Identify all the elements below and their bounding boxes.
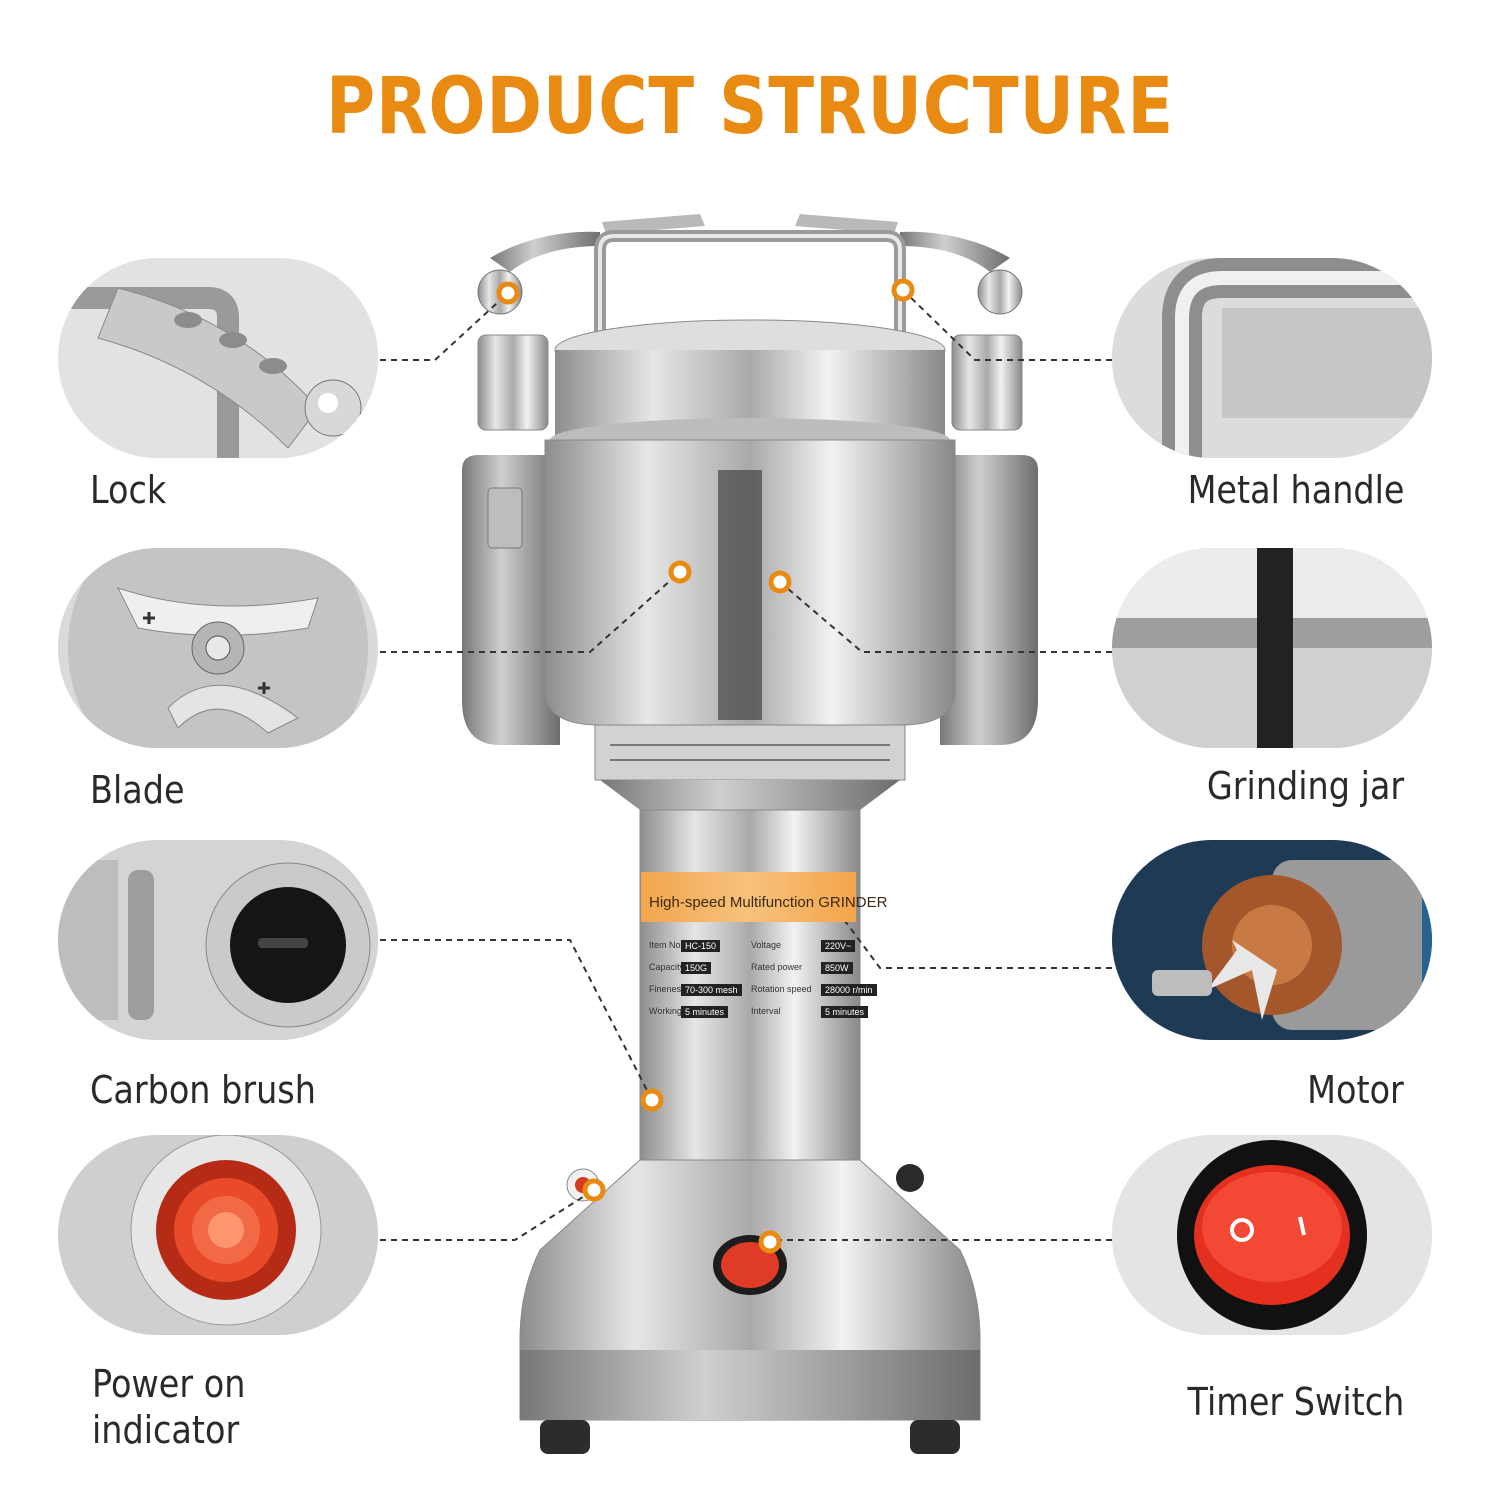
rocker-switch-icon bbox=[1112, 1135, 1432, 1335]
motor-icon bbox=[1112, 840, 1432, 1040]
nameplate-spec-3-1: 5 minutes bbox=[681, 1006, 729, 1018]
jar-thumbnail bbox=[1112, 548, 1432, 748]
page-title: PRODUCT STRUCTURE bbox=[325, 62, 1175, 152]
nameplate-spec-2-3: 28000 r/min bbox=[821, 984, 877, 996]
nameplate-title: High-speed Multifunction GRINDER bbox=[649, 894, 888, 911]
blade-thumbnail bbox=[58, 548, 378, 748]
label-power-indicator-line1: Power on bbox=[92, 1362, 246, 1406]
nameplate-spec-0-2: Voltage bbox=[751, 940, 782, 950]
lock-icon bbox=[58, 258, 378, 458]
nameplate-spec-3-2: Interval bbox=[751, 1006, 781, 1016]
nameplate-spec-1-2: Rated power bbox=[751, 962, 803, 972]
indicator-light-icon bbox=[58, 1135, 378, 1335]
nameplate-spec-1-1: 150G bbox=[681, 962, 712, 974]
label-power-indicator-line2: indicator bbox=[92, 1408, 240, 1452]
carbon-brush-thumbnail bbox=[58, 840, 378, 1040]
label-metal-handle: Metal handle bbox=[1187, 468, 1404, 512]
motor-thumbnail bbox=[1112, 840, 1432, 1040]
carbon-brush-icon bbox=[58, 840, 378, 1040]
nameplate-spec-3-0: Working time bbox=[649, 1006, 702, 1016]
label-motor: Motor bbox=[1307, 1068, 1404, 1112]
indicator-thumbnail bbox=[58, 1135, 378, 1335]
nameplate-spec-3-3: 5 minutes bbox=[821, 1006, 869, 1018]
nameplate-spec-2-2: Rotation speed bbox=[751, 984, 812, 994]
nameplate-spec-0-3: 220V~ bbox=[821, 940, 856, 952]
label-carbon-brush: Carbon brush bbox=[90, 1068, 316, 1112]
label-blade: Blade bbox=[90, 768, 185, 812]
nameplate-spec-1-3: 850W bbox=[821, 962, 853, 974]
nameplate: High-speed Multifunction GRINDER Item No… bbox=[641, 860, 887, 1060]
nameplate-spec-2-1: 70-300 mesh bbox=[681, 984, 742, 996]
label-timer-switch: Timer Switch bbox=[1187, 1380, 1404, 1424]
blade-icon bbox=[58, 548, 378, 748]
timer-switch-thumbnail bbox=[1112, 1135, 1432, 1335]
nameplate-spec-2-0: Fineness bbox=[649, 984, 686, 994]
label-lock: Lock bbox=[90, 468, 167, 512]
nameplate-spec-1-0: Capacity bbox=[649, 962, 685, 972]
grinder-illustration bbox=[462, 214, 1038, 1454]
jar-icon bbox=[1112, 548, 1432, 748]
handle-icon bbox=[1112, 258, 1432, 458]
handle-thumbnail bbox=[1112, 258, 1432, 458]
lock-thumbnail bbox=[58, 258, 378, 458]
nameplate-spec-0-1: HC-150 bbox=[681, 940, 721, 952]
label-grinding-jar: Grinding jar bbox=[1206, 764, 1404, 808]
nameplate-spec-0-0: Item No. bbox=[649, 940, 684, 950]
